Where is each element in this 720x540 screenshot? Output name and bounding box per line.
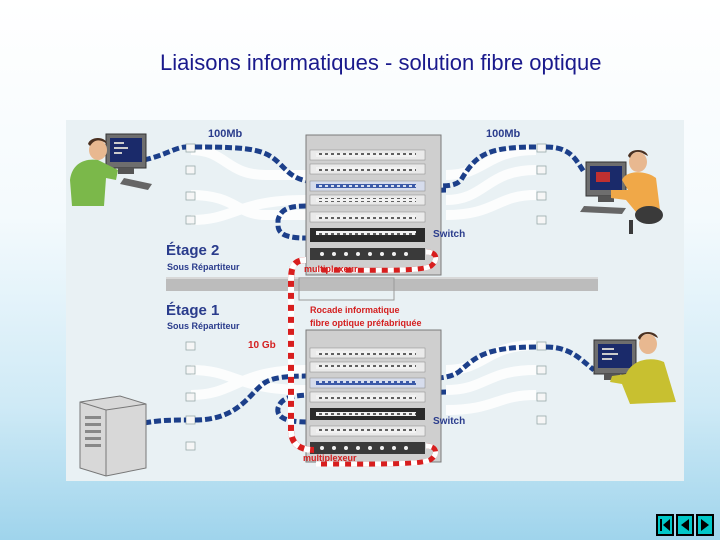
speed-label-right: 100Mb	[486, 128, 521, 140]
slide-title: Liaisons informatiques - solution fibre …	[160, 50, 602, 75]
backbone-label-line1: Rocade informatique	[310, 305, 400, 315]
floor1-title: Étage 1	[166, 302, 219, 319]
server-tower	[79, 395, 147, 477]
first-icon	[660, 519, 670, 531]
rack-floor2	[305, 134, 442, 276]
switch-label-bottom: Switch	[433, 416, 465, 427]
rack-floor1	[305, 329, 442, 463]
next-icon	[701, 519, 709, 531]
floor1-subtitle: Sous Répartiteur	[167, 321, 240, 331]
speed-label-left: 100Mb	[208, 128, 243, 140]
first-slide-button[interactable]	[656, 514, 674, 536]
floor-slab	[166, 277, 598, 291]
workstation-top-left	[70, 133, 152, 206]
network-diagram: 100Mb 100Mb Étage 2 Sous Répartiteur Éta…	[66, 120, 684, 481]
switch-label-top: Switch	[433, 229, 465, 240]
previous-icon	[681, 519, 689, 531]
floor2-subtitle: Sous Répartiteur	[167, 262, 240, 272]
workstation-top-right	[580, 150, 663, 234]
floor2-title: Étage 2	[166, 242, 219, 259]
slide-navigation	[656, 514, 714, 536]
previous-slide-button[interactable]	[676, 514, 694, 536]
fiber-backbone	[288, 249, 439, 467]
speed-label-backbone: 10 Gb	[248, 340, 276, 351]
next-slide-button[interactable]	[696, 514, 714, 536]
workstation-bottom-right	[593, 332, 676, 404]
backbone-label-line2: fibre optique préfabriquée	[310, 318, 422, 328]
multiplexer-label-bottom: multiplexeur	[303, 453, 357, 463]
multiplexer-label-top: multiplexeur	[304, 264, 358, 274]
